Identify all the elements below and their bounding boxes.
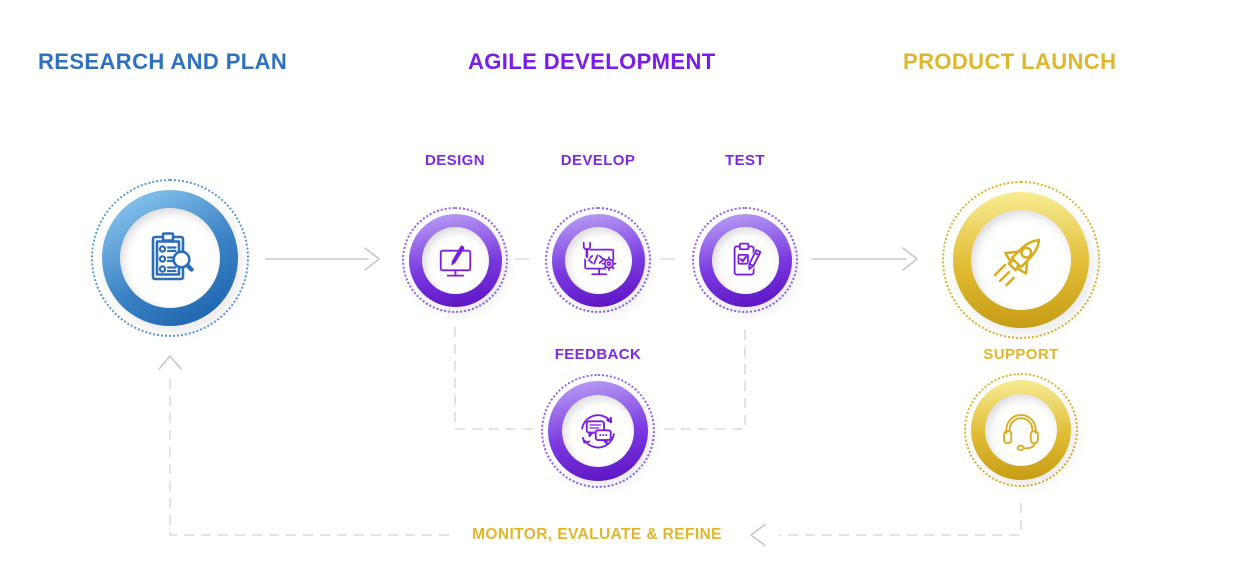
node-ring [953, 192, 1089, 328]
node-inner [985, 394, 1057, 466]
node-feedback [541, 374, 655, 488]
clipboard-search-icon [151, 232, 194, 281]
node-support [964, 373, 1078, 487]
chat-sync-icon [581, 414, 615, 449]
node-ring [408, 213, 502, 307]
node-inner [120, 208, 220, 308]
section-title-research: RESEARCH AND PLAN [38, 49, 288, 74]
node-design [402, 207, 508, 313]
section-title-agile: AGILE DEVELOPMENT [468, 49, 716, 74]
headset-icon [1003, 414, 1039, 452]
node-ring [102, 190, 238, 326]
node-develop [545, 207, 651, 313]
step-label-test: TEST [725, 152, 765, 169]
node-ring [551, 213, 645, 307]
node-research [91, 179, 249, 337]
rocket-icon [993, 238, 1041, 287]
node-test [692, 207, 798, 313]
clipboard-check-icon [733, 242, 762, 275]
loop-label: MONITOR, EVALUATE & REFINE [472, 526, 722, 543]
node-inner [564, 226, 632, 294]
node-ring [698, 213, 792, 307]
step-label-design: DESIGN [425, 152, 485, 169]
node-launch [942, 181, 1100, 339]
node-ring [548, 381, 648, 481]
monitor-code-icon [582, 241, 616, 275]
step-label-feedback: FEEDBACK [554, 346, 642, 363]
node-inner [711, 226, 779, 294]
node-inner [971, 210, 1071, 310]
node-ring [971, 380, 1071, 480]
node-inner [562, 395, 634, 467]
step-label-develop: DEVELOP [560, 152, 636, 169]
step-label-support: SUPPORT [983, 346, 1059, 363]
section-title-launch: PRODUCT LAUNCH [903, 49, 1117, 74]
node-inner [421, 226, 489, 294]
monitor-pencil-icon [439, 245, 471, 277]
